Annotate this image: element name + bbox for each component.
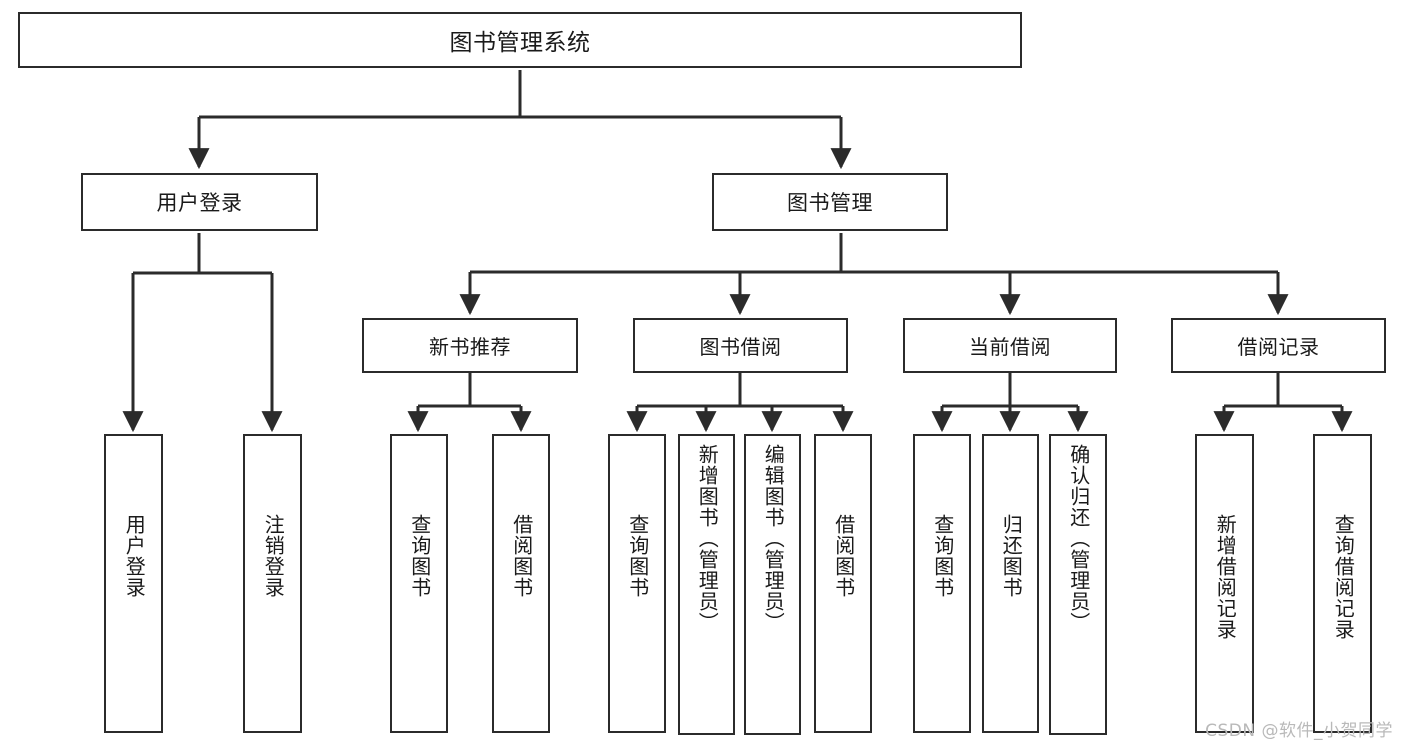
node-book-manage[interactable]: 图书管理 bbox=[712, 173, 948, 231]
node-borrow-records-label: 借阅记录 bbox=[1237, 335, 1320, 359]
node-current-borrow-label: 当前借阅 bbox=[969, 335, 1051, 359]
node-leaf-br-add-book[interactable]: 新增图书（管理员） bbox=[678, 434, 735, 735]
node-leaf-logout[interactable]: 注销登录 bbox=[243, 434, 302, 733]
node-leaf-br-add-book-label: 新增图书（管理员） bbox=[695, 444, 720, 633]
node-leaf-nb-borrow-book[interactable]: 借阅图书 bbox=[492, 434, 550, 733]
node-leaf-cur-return-book[interactable]: 归还图书 bbox=[982, 434, 1039, 733]
node-leaf-logout-label: 注销登录 bbox=[261, 514, 286, 598]
node-current-borrow[interactable]: 当前借阅 bbox=[903, 318, 1117, 373]
node-leaf-cur-query-book-label: 查询图书 bbox=[930, 514, 955, 598]
node-root-label: 图书管理系统 bbox=[449, 30, 591, 56]
node-borrow-records[interactable]: 借阅记录 bbox=[1171, 318, 1386, 373]
node-leaf-cur-confirm-return[interactable]: 确认归还（管理员） bbox=[1049, 434, 1107, 735]
watermark-text: CSDN @软件_小贺同学 bbox=[1205, 721, 1393, 741]
node-leaf-br-lend-book[interactable]: 借阅图书 bbox=[814, 434, 872, 733]
node-new-book-recommend-label: 新书推荐 bbox=[429, 335, 511, 359]
node-root-system[interactable]: 图书管理系统 bbox=[18, 12, 1022, 68]
node-leaf-br-edit-book-label: 编辑图书（管理员） bbox=[761, 444, 786, 633]
node-leaf-br-query-book[interactable]: 查询图书 bbox=[608, 434, 666, 733]
node-leaf-nb-query-book-label: 查询图书 bbox=[407, 514, 432, 598]
node-book-manage-label: 图书管理 bbox=[787, 191, 873, 215]
node-leaf-rec-query-record[interactable]: 查询借阅记录 bbox=[1313, 434, 1372, 733]
node-new-book-recommend[interactable]: 新书推荐 bbox=[362, 318, 578, 373]
node-book-borrow-label: 图书借阅 bbox=[699, 335, 782, 359]
node-leaf-br-query-book-label: 查询图书 bbox=[625, 514, 650, 598]
node-leaf-rec-query-record-label: 查询借阅记录 bbox=[1331, 514, 1356, 640]
node-leaf-br-lend-book-label: 借阅图书 bbox=[831, 514, 856, 598]
node-leaf-br-edit-book[interactable]: 编辑图书（管理员） bbox=[744, 434, 801, 735]
node-user-login-label: 用户登录 bbox=[156, 191, 243, 215]
node-leaf-user-login-label: 用户登录 bbox=[122, 514, 147, 598]
node-leaf-nb-query-book[interactable]: 查询图书 bbox=[390, 434, 448, 733]
node-leaf-nb-borrow-book-label: 借阅图书 bbox=[509, 514, 534, 598]
node-leaf-user-login[interactable]: 用户登录 bbox=[104, 434, 163, 733]
node-leaf-rec-add-record[interactable]: 新增借阅记录 bbox=[1195, 434, 1254, 733]
node-book-borrow[interactable]: 图书借阅 bbox=[633, 318, 848, 373]
node-leaf-rec-add-record-label: 新增借阅记录 bbox=[1213, 514, 1238, 640]
node-user-login[interactable]: 用户登录 bbox=[81, 173, 318, 231]
node-leaf-cur-return-book-label: 归还图书 bbox=[999, 514, 1024, 598]
node-leaf-cur-confirm-return-label: 确认归还（管理员） bbox=[1066, 444, 1091, 633]
node-leaf-cur-query-book[interactable]: 查询图书 bbox=[913, 434, 971, 733]
